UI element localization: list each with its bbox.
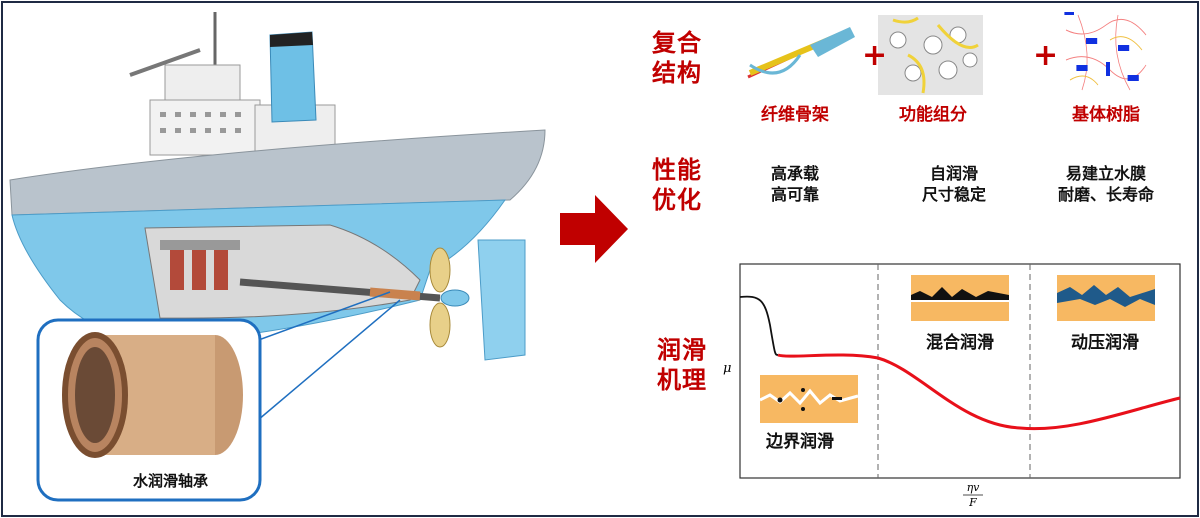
performance-fiber: 高承载 高可靠 <box>725 163 865 205</box>
label-line: 优化 <box>652 186 702 214</box>
mixed-surface-image <box>911 275 1009 321</box>
bearing-inset-label: 水润滑轴承 <box>133 472 209 490</box>
perf-line: 尺寸稳定 <box>921 185 986 204</box>
component-label-resin: 基体树脂 <box>1072 105 1140 125</box>
superstructure <box>149 64 336 156</box>
functional-component-image <box>878 15 983 95</box>
section-label-performance: 性能 优化 <box>652 155 702 215</box>
x-axis-label-numerator: ηv <box>967 481 981 494</box>
callout-line <box>257 299 401 421</box>
friction-curve <box>777 353 1181 431</box>
perf-line: 高承载 <box>770 164 819 183</box>
section-label-composite-structure: 复合 结构 <box>652 28 702 88</box>
rudder <box>477 239 526 361</box>
hydrodynamic-surface-image <box>1057 275 1155 321</box>
ship-illustration <box>9 12 546 502</box>
crane <box>129 48 201 77</box>
plus-icon: + <box>1033 38 1059 73</box>
label-line: 复合 <box>652 29 702 57</box>
performance-resin: 易建立水膜 耐磨、长寿命 <box>1036 163 1176 205</box>
bearing-image <box>62 332 243 458</box>
performance-functional: 自润滑 尺寸稳定 <box>884 163 1024 205</box>
label-line: 润滑 <box>657 336 707 364</box>
engine-frame <box>160 240 240 250</box>
perf-line: 易建立水膜 <box>1065 164 1146 183</box>
y-axis-label: μ <box>723 361 731 376</box>
regime-label-mixed: 混合润滑 <box>926 333 994 353</box>
curve-boundary-segment <box>739 295 779 356</box>
propeller <box>429 247 470 348</box>
label-line: 性能 <box>652 156 702 184</box>
plus-icon: + <box>862 38 888 73</box>
matrix-resin-image <box>1064 12 1147 91</box>
perf-line: 自润滑 <box>929 164 978 183</box>
hull-upper <box>9 129 546 216</box>
component-label-fiber: 纤维骨架 <box>761 105 829 125</box>
boundary-surface-image <box>759 375 859 423</box>
callout-line <box>244 291 391 346</box>
engine <box>170 250 228 290</box>
right-arrow-icon <box>560 195 628 263</box>
perf-line: 高可靠 <box>770 185 819 204</box>
shaft-bearing <box>369 287 421 301</box>
component-label-functional: 功能组分 <box>899 105 967 125</box>
fiber-skeleton-image <box>747 27 855 79</box>
stribeck-chart: μ ηv F <box>723 263 1181 509</box>
regime-label-hydrodynamic: 动压润滑 <box>1071 333 1139 353</box>
x-axis-label-denominator: F <box>968 496 977 509</box>
label-line: 结构 <box>652 59 702 87</box>
regime-label-boundary: 边界润滑 <box>766 432 834 452</box>
perf-line: 耐磨、长寿命 <box>1057 185 1154 204</box>
section-label-lubrication: 润滑 机理 <box>657 335 707 395</box>
label-line: 机理 <box>657 366 707 394</box>
funnel-top <box>270 32 313 47</box>
